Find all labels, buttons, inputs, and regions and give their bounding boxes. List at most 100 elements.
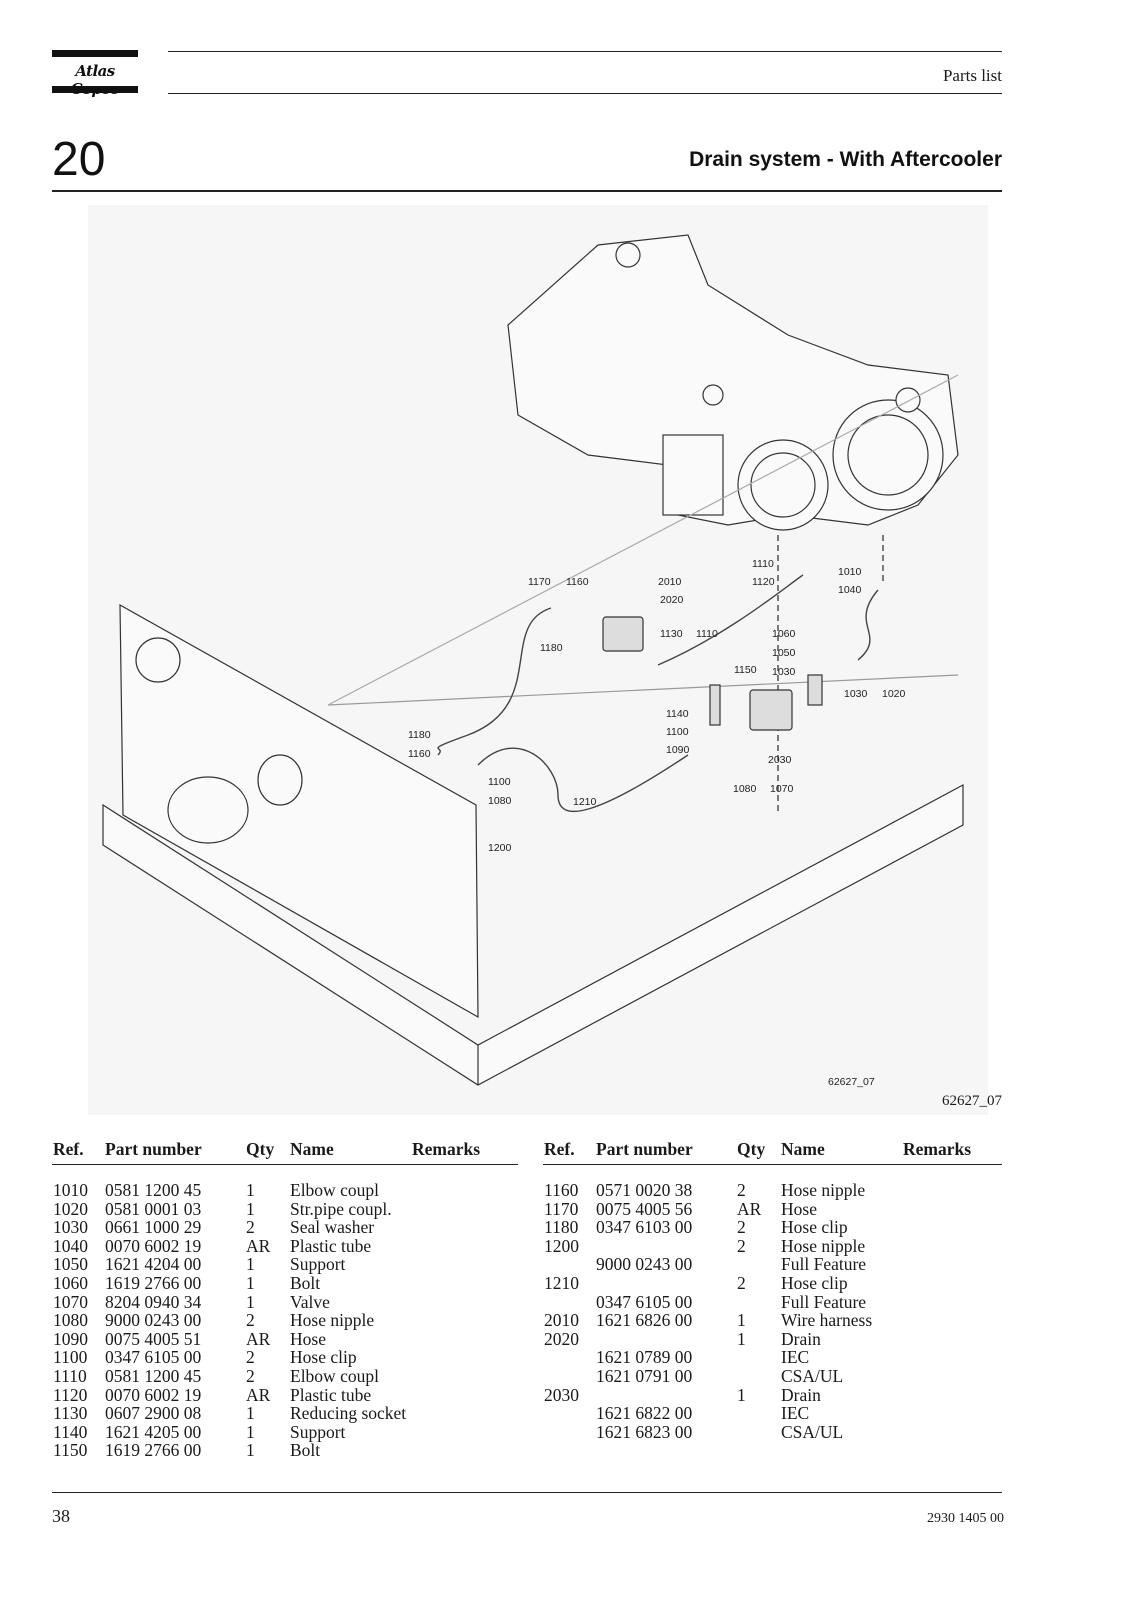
panel-hole-large [167,776,249,844]
table-header: Ref. Part number Qty Name Remarks [52,1140,518,1165]
cell-ref: 1060 [53,1272,88,1293]
cell-qty: 1 [246,1440,255,1461]
cell-qty: 2 [246,1217,255,1238]
cell-ref: 1210 [544,1272,579,1293]
svg-text:1070: 1070 [770,783,794,795]
cell-qty: 2 [737,1272,746,1293]
cell-name: Elbow coupl [290,1180,379,1200]
col-remarks-header: Remarks [412,1139,481,1159]
cell-qty: AR [737,1198,762,1219]
cell-part: 0571 0020 38 [596,1180,693,1200]
cell-part: 1621 4204 00 [105,1254,202,1275]
svg-text:1010: 1010 [838,566,862,578]
table-row: 1210 2 Hose clip [543,1274,1002,1293]
page-number: 38 [52,1506,70,1526]
cell-part: 1621 6826 00 [596,1310,693,1331]
col-ref-header: Ref. [53,1139,84,1159]
svg-text:1140: 1140 [666,708,689,720]
cell-name: Elbow coupl [290,1365,379,1386]
cell-ref: 1110 [53,1365,87,1386]
cell-name: Hose [290,1328,326,1349]
footer-rule [52,1492,1002,1493]
cell-part: 0075 4005 56 [596,1198,693,1219]
cell-name: Seal washer [290,1217,375,1238]
cell-ref: 1150 [53,1440,88,1461]
cell-qty: 1 [246,1421,255,1442]
svg-text:1200: 1200 [488,842,512,854]
cell-part: 0607 2900 08 [105,1403,202,1424]
svg-text:1170: 1170 [528,576,551,588]
header-rule-bottom [168,93,1002,94]
figure-code: 62627_07 [942,1093,1002,1109]
svg-text:2020: 2020 [660,594,684,606]
cell-qty: 2 [246,1365,255,1386]
svg-text:1060: 1060 [772,628,796,640]
header-rule-top [168,51,1002,52]
col-ref-header: Ref. [544,1139,575,1159]
cell-ref: 1040 [53,1235,88,1256]
cell-ref: 1100 [53,1347,88,1368]
document-number: 2930 1405 00 [927,1511,1004,1526]
cell-ref: 1010 [53,1180,88,1200]
col-qty-header: Qty [737,1139,766,1159]
cell-ref: 1070 [53,1291,88,1312]
cell-part: 0347 6103 00 [596,1217,693,1238]
cell-part: 0581 0001 03 [105,1198,202,1219]
cell-name: Plastic tube [290,1235,372,1256]
cell-qty: 1 [737,1384,746,1405]
cell-ref: 1180 [544,1217,579,1238]
cell-name: Hose clip [781,1272,848,1293]
cell-name: Reducing socket [290,1403,407,1424]
cell-part: 1619 2766 00 [105,1272,202,1293]
panel-hole-small [135,637,181,683]
col-name-header: Name [290,1139,334,1159]
cell-qty: 1 [246,1180,255,1200]
cell-name: Plastic tube [290,1384,372,1405]
svg-text:1210: 1210 [573,796,597,808]
compressor-cover-right-inner [847,414,929,496]
cell-part: 0070 6002 19 [105,1235,202,1256]
hose-1120 [657,574,804,666]
svg-text:1100: 1100 [666,726,689,738]
cell-part: 0581 1200 45 [105,1365,202,1386]
cell-ref: 1030 [53,1217,88,1238]
cell-qty: 1 [246,1403,255,1424]
svg-text:2030: 2030 [768,754,792,766]
compressor-port-2 [702,384,724,406]
cell-qty: 1 [246,1291,255,1312]
col-remarks-header: Remarks [903,1139,972,1159]
cell-qty: AR [246,1384,271,1405]
svg-text:1130: 1130 [660,628,683,640]
support-1140 [709,684,721,726]
drain-2020 [602,616,644,652]
section-title: Drain system - With Aftercooler [689,148,1002,171]
cell-part: 1621 0789 00 [596,1347,693,1368]
svg-text:1080: 1080 [733,783,757,795]
cell-name: CSA/UL [781,1365,844,1386]
section-rule [52,190,1002,192]
compressor-cover-left-inner [750,452,816,518]
cell-ref: 1140 [53,1421,88,1442]
support-1050 [807,674,823,706]
svg-text:1040: 1040 [838,584,862,596]
cell-ref: 2030 [544,1384,579,1405]
cell-qty: 2 [246,1310,255,1331]
